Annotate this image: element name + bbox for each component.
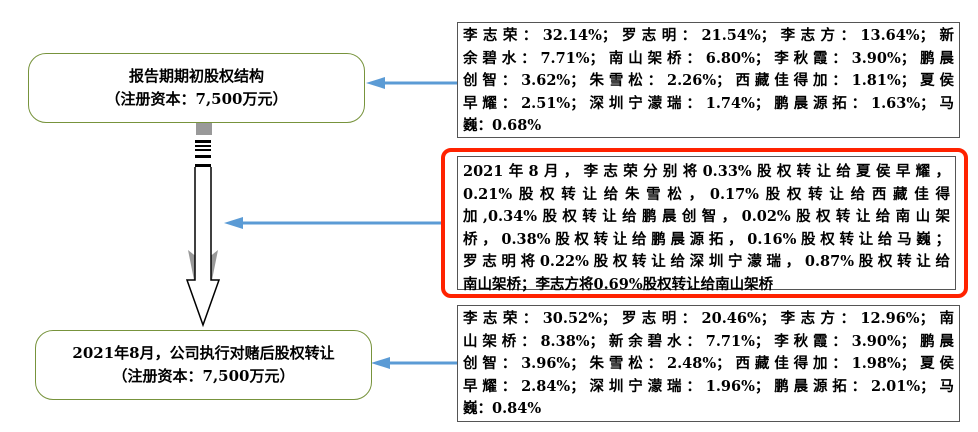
- text-line: 桥，0.38%股权转让给鹏晨源拓，0.16%股权转让给马巍；: [463, 230, 950, 248]
- box-subtitle: （注册资本：7,500万元）: [112, 367, 295, 385]
- box-title: 报告期期初股权结构: [128, 67, 264, 85]
- text-line: 巍：0.68%: [463, 117, 542, 134]
- transfer-details-box: 2021年8月，李志荣分别将0.33%股权转让给夏侯早耀， 0.21%股权转让给…: [457, 156, 956, 293]
- box-subtitle: （注册资本：7,500万元）: [105, 90, 288, 108]
- down-arrow: [185, 112, 221, 328]
- post-transfer-shareholders-box: 李志荣：30.52%；罗志明：20.46%；李志方：12.96%；南 山架桥：8…: [457, 305, 960, 422]
- text-line: 李志荣：32.14%；罗志明：21.54%；李志方：13.64%；新: [463, 27, 954, 44]
- initial-shareholders-box: 李志荣：32.14%；罗志明：21.54%；李志方：13.64%；新 余碧水：7…: [457, 22, 960, 138]
- text-line: 早耀：2.84%；深圳宁濛瑞：1.96%；鹏晨源拓：2.01%；马: [463, 377, 954, 395]
- arrow-bottom: [371, 357, 457, 369]
- text-line: 巍：0.84%: [463, 400, 542, 417]
- arrow-top: [366, 77, 457, 89]
- text-line: 南山架桥；李志方将0.69%股权转让给南山架桥: [463, 275, 774, 293]
- arrow-middle: [224, 217, 441, 229]
- text-line: 山架桥：8.38%；新余碧水：7.71%；李秋霞：3.90%；鹏晨: [463, 332, 954, 350]
- text-line: 加,0.34%股权转让给鹏晨创智，0.02%股权转让给南山架: [463, 208, 950, 225]
- box-title: 2021年8月，公司执行对赌后股权转让: [72, 344, 335, 362]
- text-line: 2021年8月，李志荣分别将0.33%股权转让给夏侯早耀，: [463, 163, 950, 180]
- text-line: 李志荣：30.52%；罗志明：20.46%；李志方：12.96%；南: [463, 310, 954, 327]
- text-line: 创智：3.96%；朱雪松：2.48%；西藏佳得加：1.98%；夏侯: [463, 355, 954, 372]
- highlight-frame: [441, 148, 968, 298]
- post-transfer-box: 2021年8月，公司执行对赌后股权转让 （注册资本：7,500万元）: [35, 330, 372, 400]
- text-line: 罗志明将0.22%股权转让给深圳宁濛瑞，0.87%股权转让给: [463, 253, 950, 270]
- text-line: 创智：3.62%；朱雪松：2.26%；西藏佳得加：1.81%；夏侯: [463, 72, 954, 89]
- text-line: 余碧水：7.71%；南山架桥：6.80%；李秋霞：3.90%；鹏晨: [463, 49, 954, 67]
- text-line: 早耀：2.51%；深圳宁濛瑞：1.74%；鹏晨源拓：1.63%；马: [463, 94, 954, 112]
- initial-structure-box: 报告期期初股权结构 （注册资本：7,500万元）: [28, 53, 365, 123]
- text-line: 0.21%股权转让给朱雪松，0.17%股权转让给西藏佳得: [463, 185, 950, 203]
